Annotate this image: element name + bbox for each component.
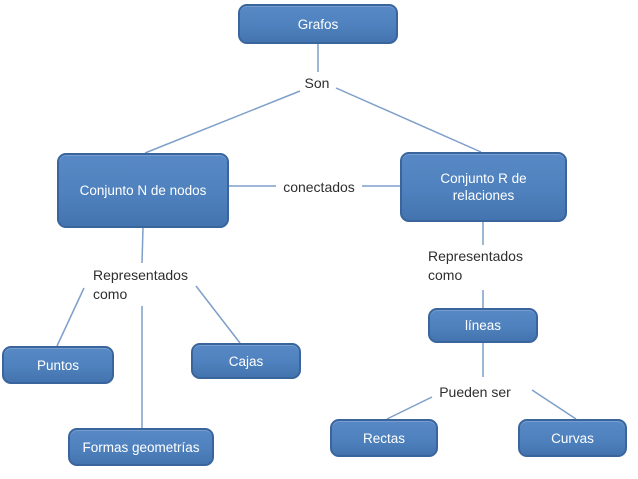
node-lineas: líneas: [428, 308, 538, 343]
connector-puedenser-rectas: [386, 396, 433, 420]
node-cajas-label: Cajas: [228, 353, 264, 369]
node-curvas-label: Curvas: [551, 430, 594, 446]
connector-son-relaciones: [335, 87, 482, 153]
node-conjunto-n-nodos-label: Conjunto N de nodos: [79, 183, 207, 198]
node-curvas: Curvas: [518, 419, 627, 457]
node-cajas: Cajas: [191, 343, 301, 379]
node-puntos: Puntos: [2, 346, 114, 384]
connector-son-nodos: [144, 90, 301, 154]
edge-label-conectados: conectados: [283, 179, 355, 195]
node-conjunto-n-nodos: Conjunto N de nodos: [57, 153, 229, 228]
node-grafos-label: Grafos: [297, 16, 339, 32]
connector-puedenser-curvas: [531, 389, 577, 420]
edge-label-representados-como-left: Representados como: [93, 267, 188, 302]
connector-representados-cajas: [195, 285, 241, 344]
node-rectas-label: Rectas: [362, 430, 406, 446]
node-conjunto-r-relaciones-label: Conjunto R de relaciones: [440, 171, 527, 203]
node-lineas-label: líneas: [464, 318, 502, 333]
node-grafos: Grafos: [238, 4, 398, 44]
node-rectas: Rectas: [330, 419, 438, 457]
node-formas-geometrias-label: Formas geometrías: [82, 439, 200, 455]
connector-nodos-representados: [141, 227, 144, 264]
node-conjunto-r-relaciones: Conjunto R de relaciones: [400, 152, 567, 222]
edge-label-representados-como-right: Representados como: [428, 248, 523, 283]
connector-representados-puntos: [56, 287, 85, 347]
edge-label-pueden-ser: Pueden ser: [439, 384, 511, 400]
node-puntos-label: Puntos: [36, 357, 80, 373]
edge-label-son: Son: [304, 75, 330, 91]
node-formas-geometrias: Formas geometrías: [68, 428, 214, 466]
